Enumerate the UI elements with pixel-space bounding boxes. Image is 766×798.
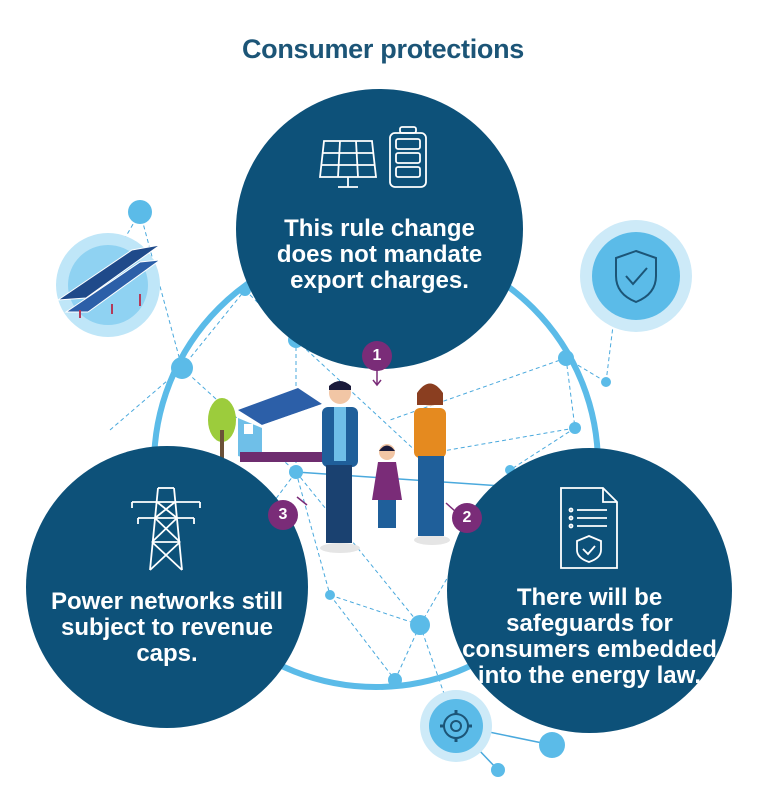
shield-check-icon	[580, 220, 692, 332]
rule-change-text: This rule change does not mandate export…	[276, 215, 483, 294]
gear-icon	[420, 690, 492, 762]
rule-change-circle: This rule change does not mandate export…	[236, 89, 523, 369]
solar-array-icon	[56, 233, 162, 337]
document-shield-icon	[560, 487, 618, 569]
power-tower-icon	[131, 487, 201, 571]
page-title: Consumer protections	[241, 34, 525, 64]
safeguards-text: There will be safeguards for consumers e…	[462, 584, 717, 689]
badge-2: 2	[452, 503, 482, 533]
family-illustration	[320, 381, 450, 553]
solar-panel-icon	[318, 140, 378, 188]
house-icon	[208, 388, 324, 462]
safeguards-circle: There will be safeguards for consumers e…	[447, 448, 732, 733]
revenue-caps-text: Power networks still subject to revenue …	[50, 588, 284, 667]
badge-1: 1	[362, 341, 392, 371]
battery-icon	[389, 126, 427, 188]
badge-3: 3	[268, 500, 298, 530]
revenue-caps-circle: Power networks still subject to revenue …	[26, 446, 308, 728]
